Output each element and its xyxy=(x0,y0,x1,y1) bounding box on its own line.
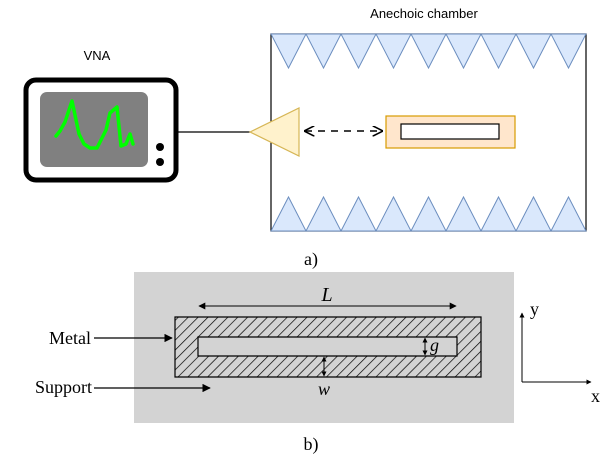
absorber-cone xyxy=(445,195,482,232)
absorber-cone xyxy=(270,195,307,232)
vna-label: VNA xyxy=(84,48,111,63)
absorber-cone xyxy=(305,195,342,232)
absorber-cone xyxy=(410,195,447,232)
absorber-cone xyxy=(515,195,552,232)
caption-a: a) xyxy=(304,249,318,270)
caption-b: b) xyxy=(304,434,319,455)
vna-screen xyxy=(40,92,148,167)
horn-antenna xyxy=(248,107,300,157)
length-symbol: L xyxy=(320,284,332,306)
absorber-cone xyxy=(480,33,517,70)
x-axis-label: x xyxy=(591,386,600,406)
absorber-cone xyxy=(340,195,377,232)
absorbers-top xyxy=(270,33,587,70)
vna-icon xyxy=(23,77,179,183)
absorber-cone xyxy=(375,195,412,232)
metal-label: Metal xyxy=(49,328,91,348)
absorber-cone xyxy=(270,33,307,70)
absorber-cone xyxy=(340,33,377,70)
absorber-cone xyxy=(375,33,412,70)
absorber-cone xyxy=(480,195,517,232)
metal-frame xyxy=(174,316,482,378)
absorber-cone xyxy=(410,33,447,70)
vna-knob-bottom xyxy=(156,158,164,166)
absorber-cone xyxy=(550,195,587,232)
gap-symbol: g xyxy=(430,335,439,355)
absorber-cone xyxy=(305,33,342,70)
absorber-cone xyxy=(550,33,587,70)
absorber-cone xyxy=(445,33,482,70)
width-symbol: w xyxy=(318,379,330,399)
absorbers-bottom xyxy=(270,195,587,232)
sample-slot xyxy=(400,123,500,140)
vna-trace xyxy=(54,99,135,150)
chamber-label: Anechoic chamber xyxy=(370,6,478,21)
y-axis-label: y xyxy=(530,299,539,319)
absorber-cone xyxy=(515,33,552,70)
vna-knob-top xyxy=(156,143,164,151)
support-label: Support xyxy=(35,377,92,397)
